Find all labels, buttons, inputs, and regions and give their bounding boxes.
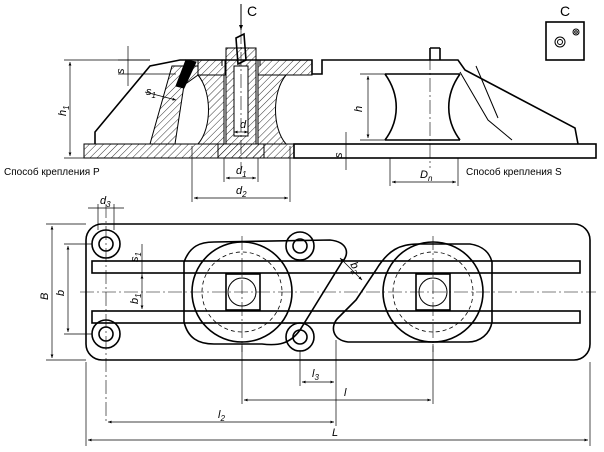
view-marker: С: [247, 3, 257, 19]
detail-hole-small: [572, 28, 580, 36]
bolt-top: [285, 231, 315, 261]
dim-b-label: b: [55, 290, 67, 296]
bolt-pin: [235, 32, 247, 66]
base-plate-right: [293, 143, 597, 159]
dim-s-top-label: s: [115, 68, 127, 74]
dim-l3-label: l3: [312, 368, 319, 382]
caption-method-p: Способ крепления Р: [4, 166, 100, 178]
dim-s1-plan-label: s1: [129, 252, 143, 262]
top-plate-right: [257, 59, 313, 76]
roller-section: [196, 74, 225, 145]
bolt-bottom: [285, 322, 315, 352]
dim-d3-label: d3: [100, 195, 111, 209]
roller-section-right: [257, 74, 288, 145]
right-body: [332, 243, 493, 343]
top-plate-left: [197, 59, 226, 76]
dim-s1-label: s1: [146, 86, 156, 100]
base-outline: [85, 223, 591, 361]
dim-d1-label: d1: [236, 165, 247, 179]
dim-s-bottom-label: s: [333, 152, 345, 158]
dim-L-label: L: [332, 427, 338, 439]
dim-h-label: h: [353, 106, 365, 112]
dim-s1-leader: [144, 91, 177, 101]
right-roller: [384, 73, 461, 141]
dim-d2-label: d2: [236, 185, 247, 199]
rail-bottom: [91, 310, 581, 324]
dim-b1-label: b1: [129, 293, 143, 304]
detail-title: С: [560, 3, 570, 19]
dim-l-label: l: [344, 387, 347, 399]
bolt-tip: [221, 60, 261, 66]
dim-d-label: d: [240, 119, 247, 131]
detail-hole-large: [554, 36, 566, 48]
dim-l2-label: l2: [218, 409, 225, 423]
right-slope: [459, 65, 513, 141]
section-view: С h1 s s1 d h s d1 d: [4, 3, 597, 202]
caption-method-s: Способ крепления S: [466, 166, 562, 178]
right-post: [429, 47, 441, 60]
dim-b2-label: b2: [346, 260, 364, 277]
detail-view-c: С: [545, 3, 585, 61]
dim-Dn-label: Dn: [420, 169, 433, 183]
left-wall-black: [175, 59, 197, 89]
body-outline: [94, 59, 579, 145]
dim-h1-label: h1: [57, 105, 71, 116]
plan-view: d3 B b s1 b1 b2 l3 l l2: [39, 195, 596, 446]
detail-frame: [545, 21, 585, 61]
left-wall-section: [149, 65, 199, 145]
dim-B-label: B: [39, 293, 51, 300]
dim-b2: [339, 257, 363, 281]
